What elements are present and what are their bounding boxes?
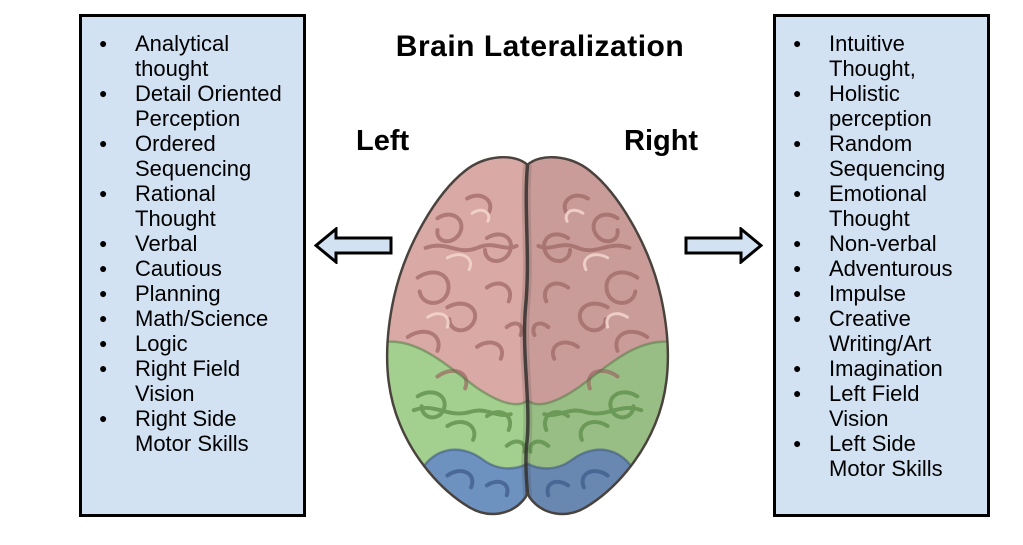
bullet-icon: ● bbox=[793, 260, 802, 276]
list-item: ● Cautious bbox=[82, 256, 299, 281]
left-hemisphere-label: Left bbox=[356, 125, 410, 157]
page-title: Brain Lateralization bbox=[395, 30, 685, 63]
bullet-icon: ● bbox=[99, 285, 108, 301]
list-item-text: Logic bbox=[135, 331, 188, 356]
list-item-text: Cautious bbox=[135, 256, 222, 281]
list-item: ● Impulse bbox=[776, 281, 983, 306]
bullet-icon: ● bbox=[99, 135, 108, 151]
bullet-icon: ● bbox=[793, 235, 802, 251]
right-arrow-icon bbox=[684, 227, 763, 264]
right-hemisphere-label: Right bbox=[624, 125, 699, 157]
bullet-icon: ● bbox=[793, 135, 802, 151]
bullet-icon: ● bbox=[793, 435, 802, 451]
list-item-text: Adventurous bbox=[829, 256, 953, 281]
bullet-icon: ● bbox=[793, 185, 802, 201]
bullet-icon: ● bbox=[99, 410, 108, 426]
list-item: ● Non-verbal bbox=[776, 231, 983, 256]
list-item: ● Imagination bbox=[776, 356, 983, 381]
bullet-icon: ● bbox=[793, 360, 802, 376]
bullet-icon: ● bbox=[99, 335, 108, 351]
list-item: ● Planning bbox=[82, 281, 299, 306]
bullet-icon: ● bbox=[793, 310, 802, 326]
bullet-icon: ● bbox=[793, 285, 802, 301]
list-item-text: Planning bbox=[135, 281, 221, 306]
bullet-icon: ● bbox=[99, 360, 108, 376]
brain-illustration bbox=[385, 155, 670, 516]
bullet-icon: ● bbox=[99, 85, 108, 101]
bullet-icon: ● bbox=[99, 35, 108, 51]
list-item: ● Verbal bbox=[82, 231, 299, 256]
bullet-icon: ● bbox=[793, 85, 802, 101]
bullet-icon: ● bbox=[99, 235, 108, 251]
left-arrow-icon bbox=[314, 227, 393, 264]
list-item: ● Logic bbox=[82, 331, 299, 356]
bullet-icon: ● bbox=[99, 260, 108, 276]
list-item: ● Math/Science bbox=[82, 306, 299, 331]
bullet-icon: ● bbox=[99, 310, 108, 326]
list-item-text: Verbal bbox=[135, 231, 198, 256]
list-item: ● Adventurous bbox=[776, 256, 983, 281]
bullet-icon: ● bbox=[99, 185, 108, 201]
list-item-text: Non-verbal bbox=[829, 231, 937, 256]
list-item-text: Impulse bbox=[829, 281, 907, 306]
bullet-icon: ● bbox=[793, 385, 802, 401]
bullet-icon: ● bbox=[793, 35, 802, 51]
list-item-text: Imagination bbox=[829, 356, 943, 381]
list-item-text: Math/Science bbox=[135, 306, 269, 331]
